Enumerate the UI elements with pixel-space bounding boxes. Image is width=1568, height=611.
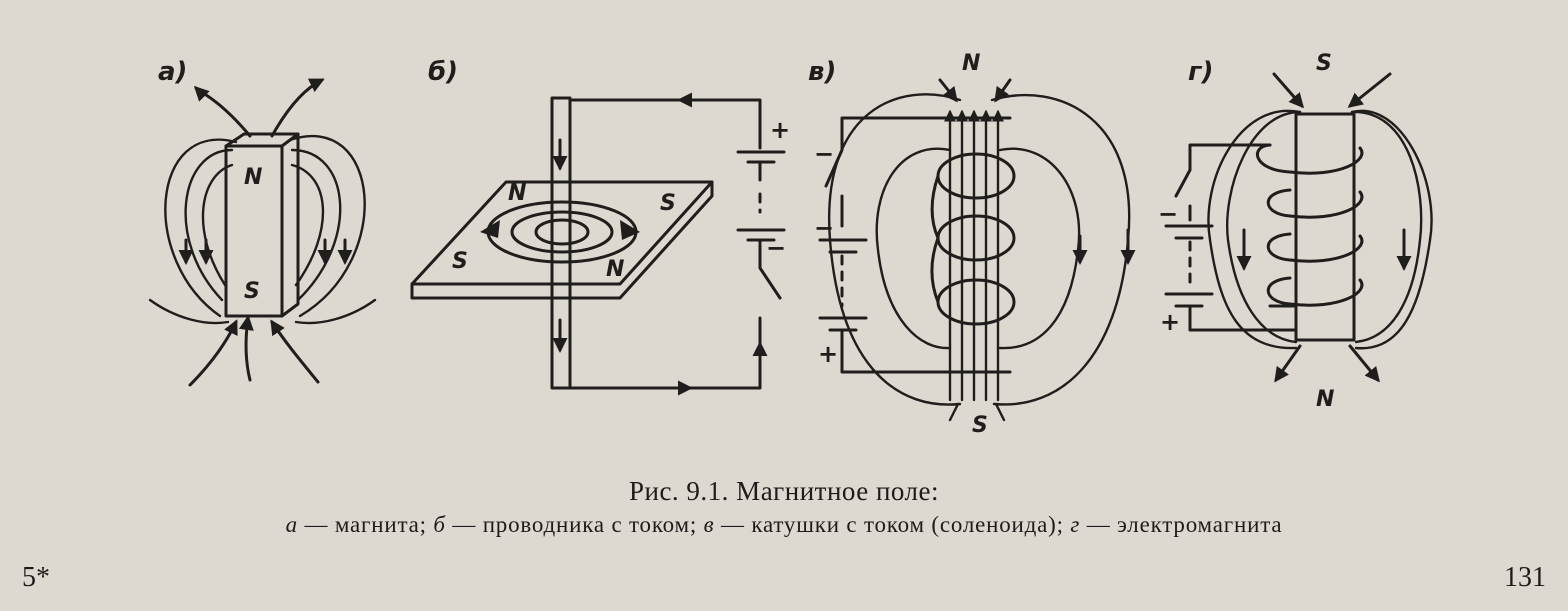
pole-label-s-left: S: [452, 249, 468, 274]
legend-key-c: в: [703, 512, 715, 537]
magnet-south-pole-label: S: [244, 279, 260, 304]
magnet-side-face: [280, 132, 300, 318]
solenoid-north-label: N: [962, 51, 980, 76]
solenoid-plus-sign: +: [818, 340, 838, 368]
solenoid-minus-sign-top: −: [814, 140, 834, 168]
battery-plus-sign: +: [770, 116, 790, 144]
legend-text-c: — катушки с током (соленоида);: [721, 512, 1064, 537]
panel-a-label: а): [158, 57, 187, 87]
magnet-north-pole-label: N: [244, 165, 262, 190]
panel-b-circuit: [568, 92, 786, 396]
electromagnet-north-label: N: [1316, 387, 1334, 412]
plate-edge: [410, 180, 714, 300]
solenoid-outer-field-lines: [827, 78, 1136, 422]
solenoid-south-label: S: [972, 413, 988, 438]
footnote-mark: 5*: [22, 562, 50, 593]
electromagnet-minus-sign: −: [1158, 200, 1178, 228]
compass-needle-left: [480, 220, 500, 238]
pole-label-s-right: S: [660, 191, 676, 216]
electromagnet-coil: [1255, 143, 1364, 308]
pole-label-n-right: N: [606, 257, 624, 282]
electromagnet-plus-sign: +: [1160, 308, 1180, 336]
figure-caption-title: Рис. 9.1. Магнитное поле:: [628, 476, 940, 506]
panel-d-circuit: [1164, 143, 1298, 332]
magnet-field-lines: [148, 78, 377, 387]
panel-d-label: г): [1188, 57, 1213, 87]
panel-a-bar-magnet: а) N S: [148, 57, 377, 387]
battery-minus-sign: −: [766, 234, 786, 262]
conductor-field-rings: [486, 200, 638, 264]
solenoid-coil: [930, 152, 1016, 326]
pole-label-n-left: N: [508, 181, 526, 206]
panel-c-circuit: [818, 116, 1012, 374]
electromagnet-core: [1294, 112, 1356, 342]
figure-caption-legend: а — магнита; б — проводника с током; в —…: [0, 512, 1568, 538]
panel-b-current-conductor: б) N S S N: [410, 57, 790, 396]
page-number: 131: [1504, 562, 1546, 593]
electromagnet-field-lines: [1207, 72, 1433, 383]
solenoid-inner-field-lines: [944, 109, 1004, 402]
electromagnet-south-label: S: [1316, 51, 1332, 76]
panel-d-electromagnet: г) S N: [1158, 51, 1433, 412]
magnet-top-face: [224, 132, 300, 148]
legend-text-a: — магнита;: [304, 512, 427, 537]
panel-b-label: б): [428, 57, 458, 87]
magnet-body: [224, 144, 284, 318]
compass-needle-right: [620, 220, 640, 240]
panel-c-solenoid: в) N S: [808, 51, 1136, 438]
legend-text-b: — проводника с током;: [452, 512, 698, 537]
panel-c-label: в): [808, 57, 836, 87]
solenoid-minus-sign-middle: −: [814, 214, 834, 242]
legend-text-d: — электромагнита: [1086, 512, 1283, 537]
legend-key-b: б: [433, 512, 446, 537]
legend-key-d: г: [1070, 512, 1081, 537]
legend-key-a: а: [285, 512, 298, 537]
vertical-conductor: [550, 96, 572, 390]
